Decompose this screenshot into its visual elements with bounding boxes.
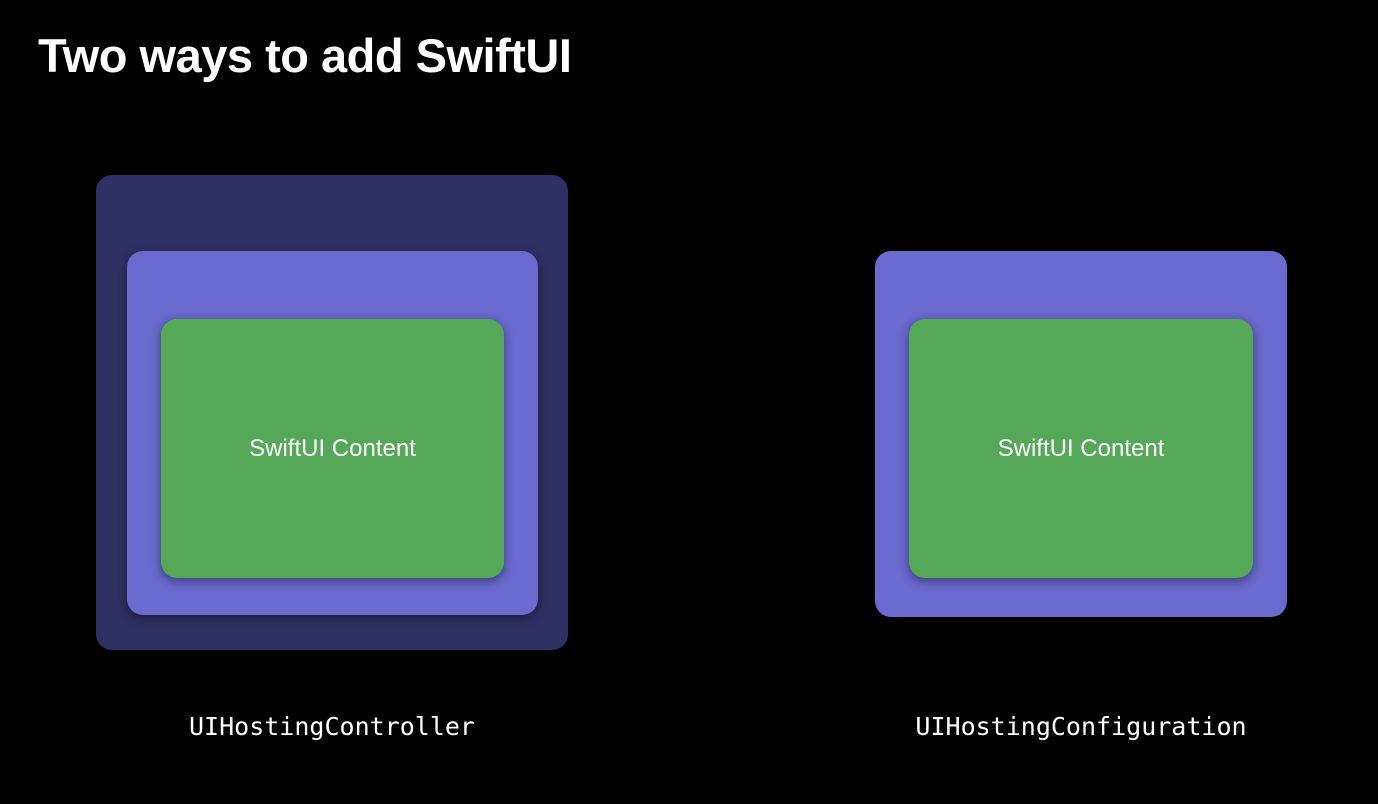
caption-uihostingcontroller: UIHostingController: [189, 712, 475, 741]
caption-uihostingconfiguration: UIHostingConfiguration: [915, 712, 1247, 741]
swiftui-content-label-left: SwiftUI Content: [249, 434, 416, 462]
swiftui-content-box-right: SwiftUI Content: [909, 319, 1253, 578]
swiftui-content-label-right: SwiftUI Content: [997, 434, 1165, 462]
swiftui-content-box-left: SwiftUI Content: [161, 319, 504, 578]
page-title: Two ways to add SwiftUI: [38, 29, 572, 82]
